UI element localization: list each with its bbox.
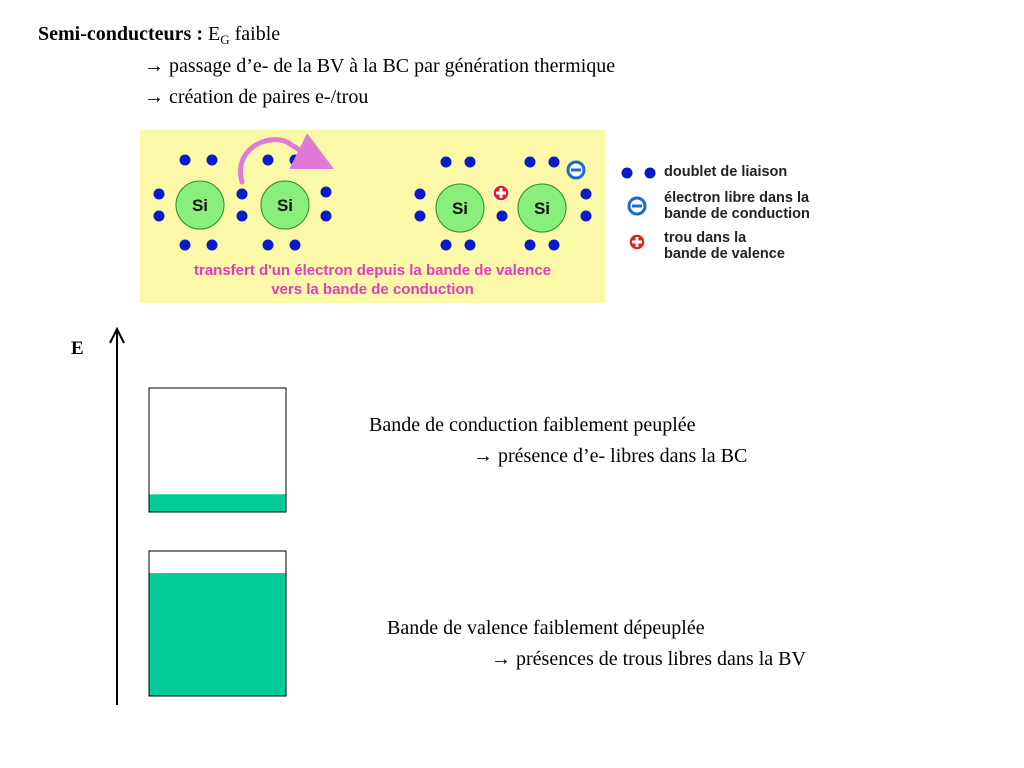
valence-band-note: Bande de valence faiblement dépeuplée [387, 617, 705, 639]
bullet-paires-text: création de paires e-/trou [169, 86, 369, 108]
arrow-icon: → [491, 648, 511, 670]
atom-label: Si [277, 196, 293, 215]
conduction-band-note: Bande de conduction faiblement peuplée [369, 414, 696, 436]
valence-band-fill [149, 573, 286, 696]
legend-electron-line1: électron libre dans la [664, 190, 810, 206]
title-rest: faible [234, 23, 281, 45]
legend-hole-line2: bande de valence [664, 246, 785, 262]
legend-symbols [621, 167, 656, 251]
bullet-passage-text: passage d’e- de la BV à la BC par généra… [169, 55, 616, 77]
atom-si-1: Si [153, 154, 225, 251]
hole-plus-icon [628, 233, 646, 251]
energy-axis-arrowhead [109, 326, 125, 344]
doublet-icon [621, 167, 656, 179]
hole-plus-icon [492, 184, 510, 202]
valence-band-consequence-text: présences de trous libres dans la BV [516, 648, 806, 670]
slide-title: Semi-conducteurs : EG faible [38, 22, 280, 52]
title-subscript: G [220, 32, 230, 47]
title-symbol: E [207, 23, 221, 45]
arrow-icon: → [473, 445, 493, 467]
atom-si-4: Si [517, 156, 592, 251]
legend-doublet: doublet de liaison [664, 164, 788, 180]
legend-electron-line2: bande de conduction [664, 206, 810, 222]
conduction-band-fill [149, 494, 286, 512]
transfer-arrow-icon [238, 133, 334, 185]
figure-legend: doublet de liaison électron libre dans l… [618, 160, 858, 270]
free-electron-minus-icon [566, 160, 586, 180]
conduction-band-box [148, 387, 287, 513]
bullet-passage: → passage d’e- de la BV à la BC par géné… [144, 54, 615, 78]
bullet-paires: → création de paires e-/trou [144, 85, 368, 109]
legend-hole-line1: trou dans la [664, 230, 747, 246]
title-bold: Semi-conducteurs : [38, 23, 203, 45]
conduction-band-consequence: → présence d’e- libres dans la BC [473, 444, 747, 468]
atom-label: Si [534, 199, 550, 218]
conduction-band-consequence-text: présence d’e- libres dans la BC [498, 445, 748, 467]
arrow-icon: → [144, 86, 164, 108]
electron-minus-icon [627, 196, 647, 216]
atom-label: Si [452, 199, 468, 218]
silicon-crystal-drawing: Si Si Si [153, 133, 592, 251]
atom-si-3: Si [414, 156, 508, 251]
valence-band-consequence: → présences de trous libres dans la BV [491, 647, 806, 671]
silicon-crystal-figure: Si Si Si [140, 130, 605, 303]
atom-si-2: Si [236, 154, 332, 251]
figure-caption-line1: transfert d'un électron depuis la bande … [194, 262, 551, 279]
energy-axis-label: E [71, 338, 84, 359]
figure-caption-line2: vers la bande de conduction [271, 281, 474, 298]
atom-label: Si [192, 196, 208, 215]
arrow-icon: → [144, 55, 164, 77]
